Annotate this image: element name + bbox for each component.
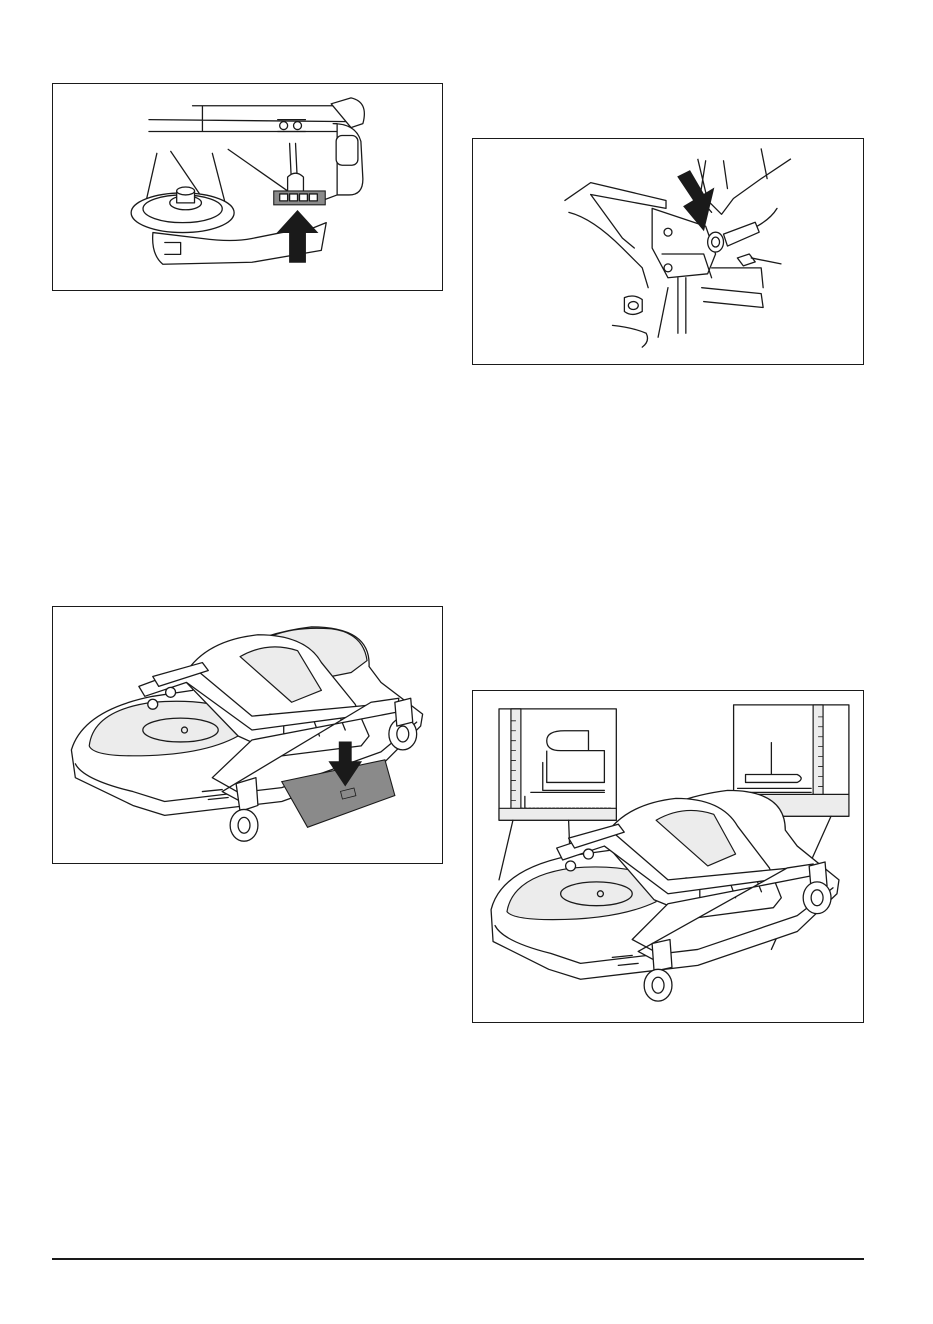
pulley-bracket-illustration <box>53 84 442 290</box>
deck-height-detail-illustration <box>473 691 863 1022</box>
figure-pulley-bracket <box>52 83 443 291</box>
footer-rule <box>52 1258 864 1260</box>
figure-deck-height-detail <box>472 690 864 1023</box>
deck-on-board-illustration <box>53 607 442 863</box>
figure-connector-push <box>472 138 864 365</box>
left-gauge-inset <box>499 709 616 820</box>
figure-deck-on-board <box>52 606 443 864</box>
connector-push-illustration <box>473 139 863 364</box>
